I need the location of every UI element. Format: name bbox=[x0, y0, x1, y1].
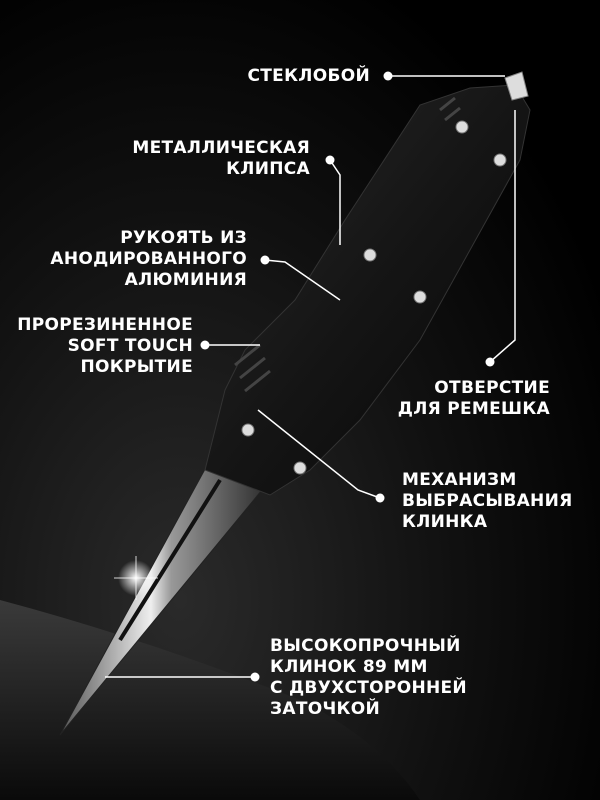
callout-line: КЛИНКА bbox=[402, 512, 488, 532]
callout-line: ДЛЯ РЕМЕШКА bbox=[397, 399, 550, 419]
callout-metal-clip: МЕТАЛЛИЧЕСКАЯ КЛИПСА bbox=[132, 138, 310, 180]
callout-mechanism: МЕХАНИЗМ ВЫБРАСЫВАНИЯ КЛИНКА bbox=[402, 470, 573, 533]
callout-line: МЕХАНИЗМ bbox=[402, 470, 517, 490]
callout-line: КЛИПСА bbox=[226, 159, 310, 179]
leader-dots bbox=[200, 71, 495, 682]
callout-line: АЛЮМИНИЯ bbox=[124, 270, 247, 290]
callout-lanyard-hole: ОТВЕРСТИЕ ДЛЯ РЕМЕШКА bbox=[398, 378, 550, 420]
callout-coating: ПРОРЕЗИНЕННОЕ SOFT TOUCH ПОКРЫТИЕ bbox=[17, 315, 193, 378]
callout-line: ВЫБРАСЫВАНИЯ bbox=[402, 491, 573, 511]
callout-line: ЗАТОЧКОЙ bbox=[270, 699, 380, 719]
callout-line: SOFT TOUCH bbox=[67, 336, 193, 356]
callout-blade: ВЫСОКОПРОЧНЫЙ КЛИНОК 89 ММ С ДВУХСТОРОНН… bbox=[270, 636, 467, 720]
callout-glass-breaker: СТЕКЛОБОЙ bbox=[248, 66, 371, 87]
handle-grooves bbox=[439, 96, 461, 122]
callout-line: ПРОРЕЗИНЕННОЕ bbox=[17, 315, 193, 335]
callout-line: С ДВУХСТОРОННЕЙ bbox=[270, 678, 467, 698]
leader-lines bbox=[105, 75, 516, 678]
glass-breaker-tip bbox=[504, 71, 529, 101]
callout-line: РУКОЯТЬ ИЗ bbox=[120, 228, 247, 248]
blade-fuller bbox=[118, 478, 222, 642]
callout-line: СТЕКЛОБОЙ bbox=[247, 66, 370, 86]
callout-line: ПОКРЫТИЕ bbox=[80, 357, 193, 377]
callout-line: ВЫСОКОПРОЧНЫЙ bbox=[270, 636, 461, 656]
callout-line: ОТВЕРСТИЕ bbox=[434, 378, 550, 398]
screws bbox=[241, 120, 507, 475]
background-sea bbox=[0, 600, 420, 800]
callout-line: АНОДИРОВАННОГО bbox=[50, 249, 247, 269]
lens-flare bbox=[114, 556, 158, 600]
callout-line: КЛИНОК 89 ММ bbox=[270, 657, 428, 677]
callout-line: МЕТАЛЛИЧЕСКАЯ bbox=[132, 138, 310, 158]
handle-grooves bbox=[234, 343, 271, 393]
callout-handle: РУКОЯТЬ ИЗ АНОДИРОВАННОГО АЛЮМИНИЯ bbox=[50, 228, 247, 291]
